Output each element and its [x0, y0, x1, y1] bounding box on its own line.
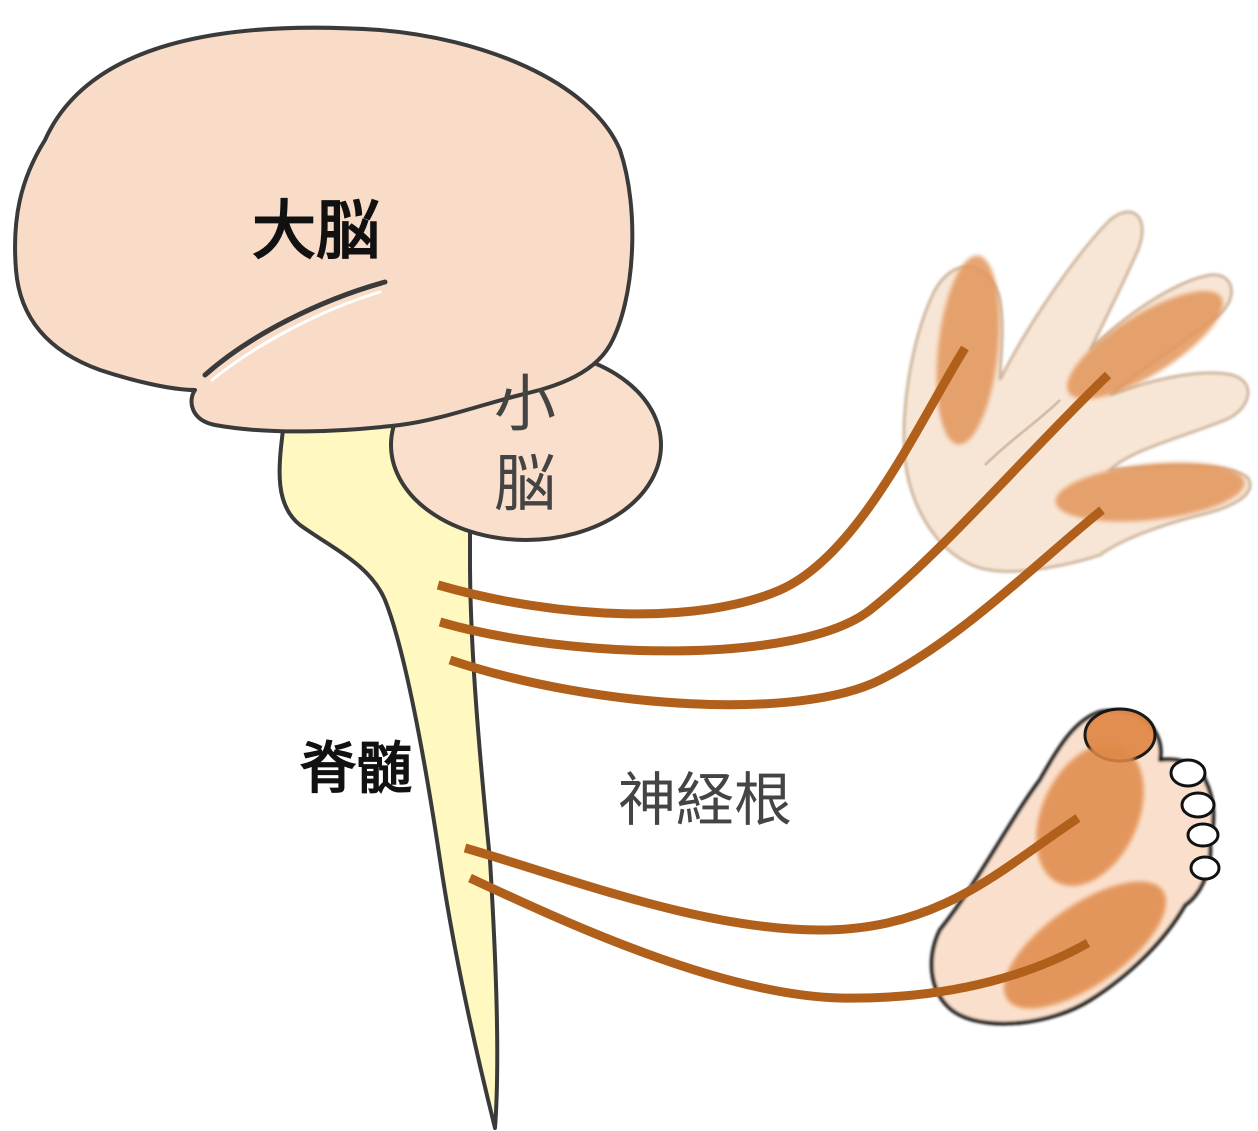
- spinal-cord-label: 脊髄: [300, 736, 412, 802]
- hand-illustration: [904, 212, 1250, 571]
- cerebellum-label-line1: 小: [494, 367, 556, 440]
- toe-4: [1188, 824, 1218, 846]
- cerebellum-label-line2: 脳: [494, 447, 556, 520]
- toe-5: [1191, 857, 1219, 879]
- cerebrum-label: 大脳: [252, 194, 380, 269]
- toe-2: [1171, 760, 1205, 786]
- nerve-root-label: 神経根: [618, 766, 792, 834]
- toe-3: [1182, 793, 1214, 817]
